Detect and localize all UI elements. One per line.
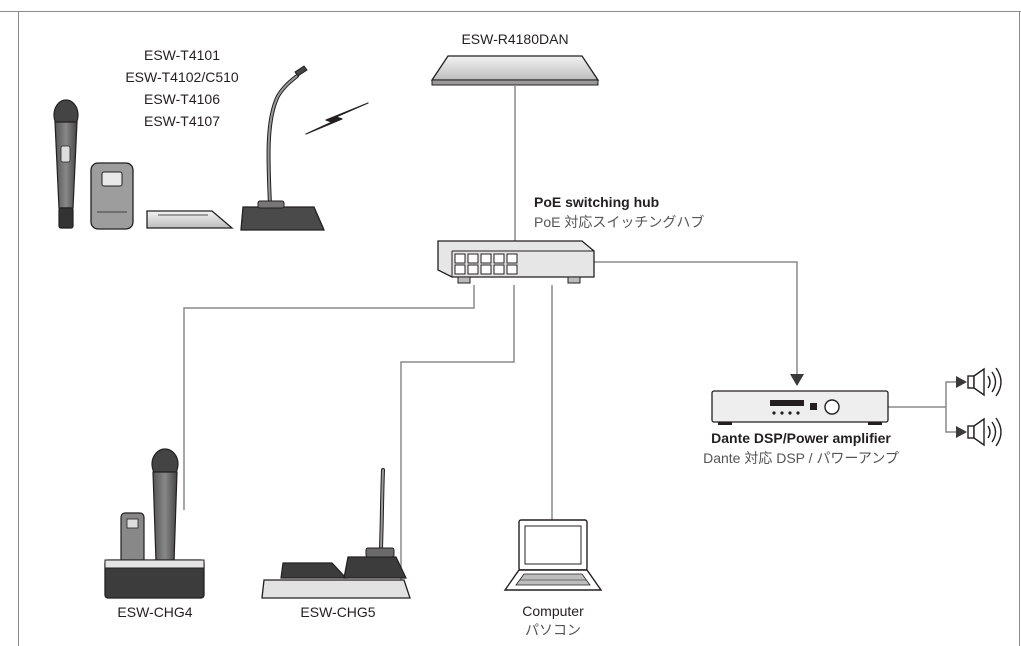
handheld-microphone [53, 99, 79, 229]
transmitter-model-2: ESW-T4102/C510 [125, 69, 239, 85]
wireless-signal-icon [305, 102, 369, 135]
hub-label-en: PoE switching hub [534, 194, 660, 210]
frame-left-border [18, 11, 19, 646]
line-to-speaker-2 [945, 407, 958, 433]
line-hub-amplifier [594, 261, 798, 374]
arrow-to-speaker-2 [956, 426, 967, 438]
charger-5-device [261, 468, 411, 599]
amplifier-label-en: Dante DSP/Power amplifier [711, 430, 891, 446]
transmitter-model-3: ESW-T4106 [144, 91, 220, 107]
bodypack-transmitter [90, 162, 134, 230]
transmitter-model-1: ESW-T4101 [144, 47, 220, 63]
arrowheads [790, 374, 967, 438]
speaker-icon-1 [967, 367, 1002, 397]
computer-label-en: Computer [522, 603, 584, 619]
line-to-speaker-1 [945, 381, 958, 407]
charger-4-label: ESW-CHG4 [117, 604, 193, 620]
hub-label-jp: PoE 対応スイッチングハブ [534, 214, 705, 230]
line-hub-charger5 [400, 285, 515, 582]
arrow-to-amplifier [790, 374, 804, 386]
amplifier-label-jp: Dante 対応 DSP / パワーアンプ [703, 450, 899, 466]
speaker-icon-2 [967, 417, 1002, 447]
computer-label-jp: パソコン [525, 622, 581, 638]
line-hub-charger4 [183, 285, 475, 510]
charger-4-device [104, 448, 205, 599]
poe-switching-hub [437, 240, 595, 284]
gooseneck-microphone [240, 65, 325, 231]
receiver-label: ESW-R4180DAN [461, 31, 569, 47]
arrow-to-speaker-1 [956, 376, 967, 388]
laptop-computer [503, 519, 603, 591]
dsp-power-amplifier [711, 390, 889, 425]
receiver-device [430, 55, 600, 86]
charger-5-label: ESW-CHG5 [300, 604, 376, 620]
frame-top-border [0, 11, 1021, 12]
frame-right-border [1019, 11, 1020, 646]
transmitter-model-4: ESW-T4107 [144, 113, 220, 129]
connection-lines [183, 86, 958, 582]
boundary-microphone [146, 210, 234, 229]
